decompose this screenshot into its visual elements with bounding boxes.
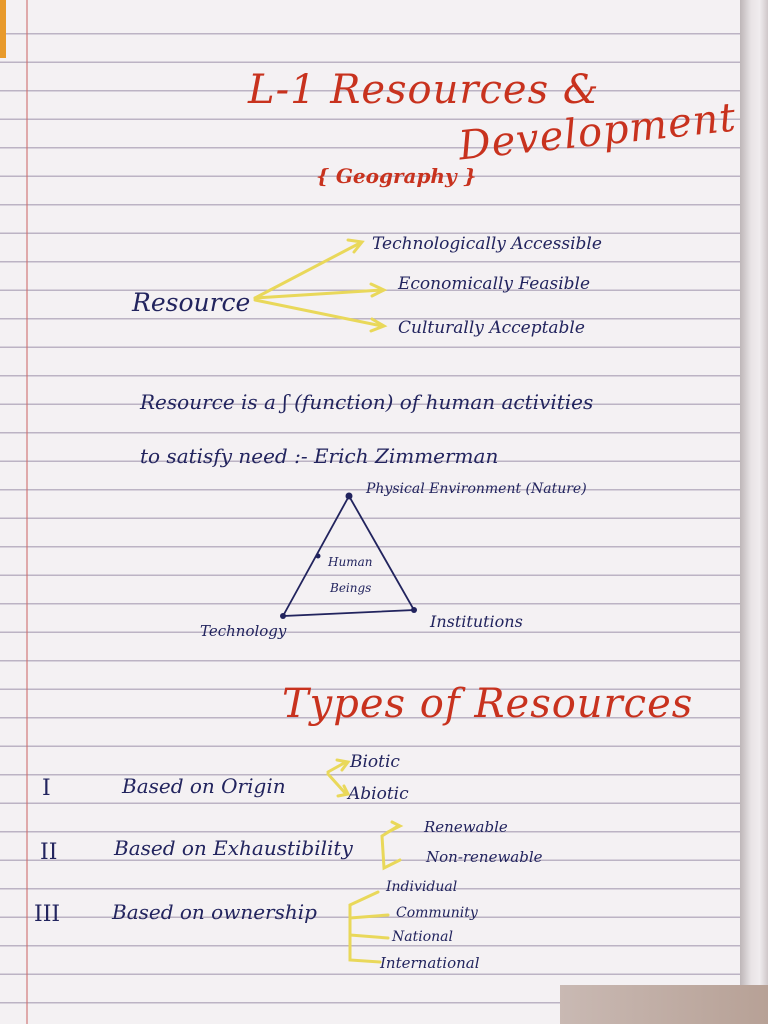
type-1-numeral: I [42,776,51,801]
bracket-ownership [348,890,382,964]
triangle-center-label-1: Human [328,555,373,569]
page-edge [740,0,768,1024]
type-1-item-abiotic: Abiotic [348,784,409,804]
arrow-to-abiotic [326,772,348,796]
resource-label: Resource [132,288,251,317]
binding-tab [0,0,6,58]
page-title-line1: L-1 Resources & [248,67,600,113]
branch-culturally-acceptable: Culturally Acceptable [398,318,585,338]
type-3-numeral: III [34,902,61,927]
margin-line [26,0,28,1024]
triangle-apex-dot [345,492,353,500]
table-surface [560,985,768,1024]
type-3-item-individual: Individual [386,879,458,895]
type-2-item-non-renewable: Non-renewable [426,848,543,866]
triangle-center-label-2: Beings [330,581,372,595]
triangle-right-label: Institutions [430,612,523,631]
arrow-to-technologically [253,241,362,300]
arrow-to-culturally [253,298,384,328]
types-heading: Types of Resources [282,681,694,727]
bracket-exhaustibility [380,824,402,871]
branch-economically-feasible: Economically Feasible [398,274,591,294]
triangle-right-dot [411,607,417,613]
arrow-to-biotic [326,760,348,774]
notebook-page [0,0,740,1024]
type-3-item-national: National [392,929,453,945]
definition-line2: to satisfy need :- Erich Zimmerman [140,444,499,468]
type-3-item-community: Community [396,905,478,921]
branch-technologically-accessible: Technologically Accessible [372,234,602,254]
triangle-apex-label: Physical Environment (Nature) [366,481,587,497]
type-3-item-international: International [380,954,480,972]
definition-line1: Resource is a ʃ (function) of human acti… [140,390,594,414]
type-1-item-biotic: Biotic [350,752,400,772]
type-2-item-renewable: Renewable [424,818,508,836]
subject-label: { Geography } [316,164,477,188]
triangle-left-dot [280,613,286,619]
type-2-basis: Based on Exhaustibility [114,836,353,860]
type-1-basis: Based on Origin [122,774,286,798]
type-3-basis: Based on ownership [112,900,317,924]
type-2-numeral: II [40,840,58,865]
triangle-left-label: Technology [200,622,287,640]
triangle-center-dot [315,553,321,559]
arrow-to-economically [253,288,384,300]
